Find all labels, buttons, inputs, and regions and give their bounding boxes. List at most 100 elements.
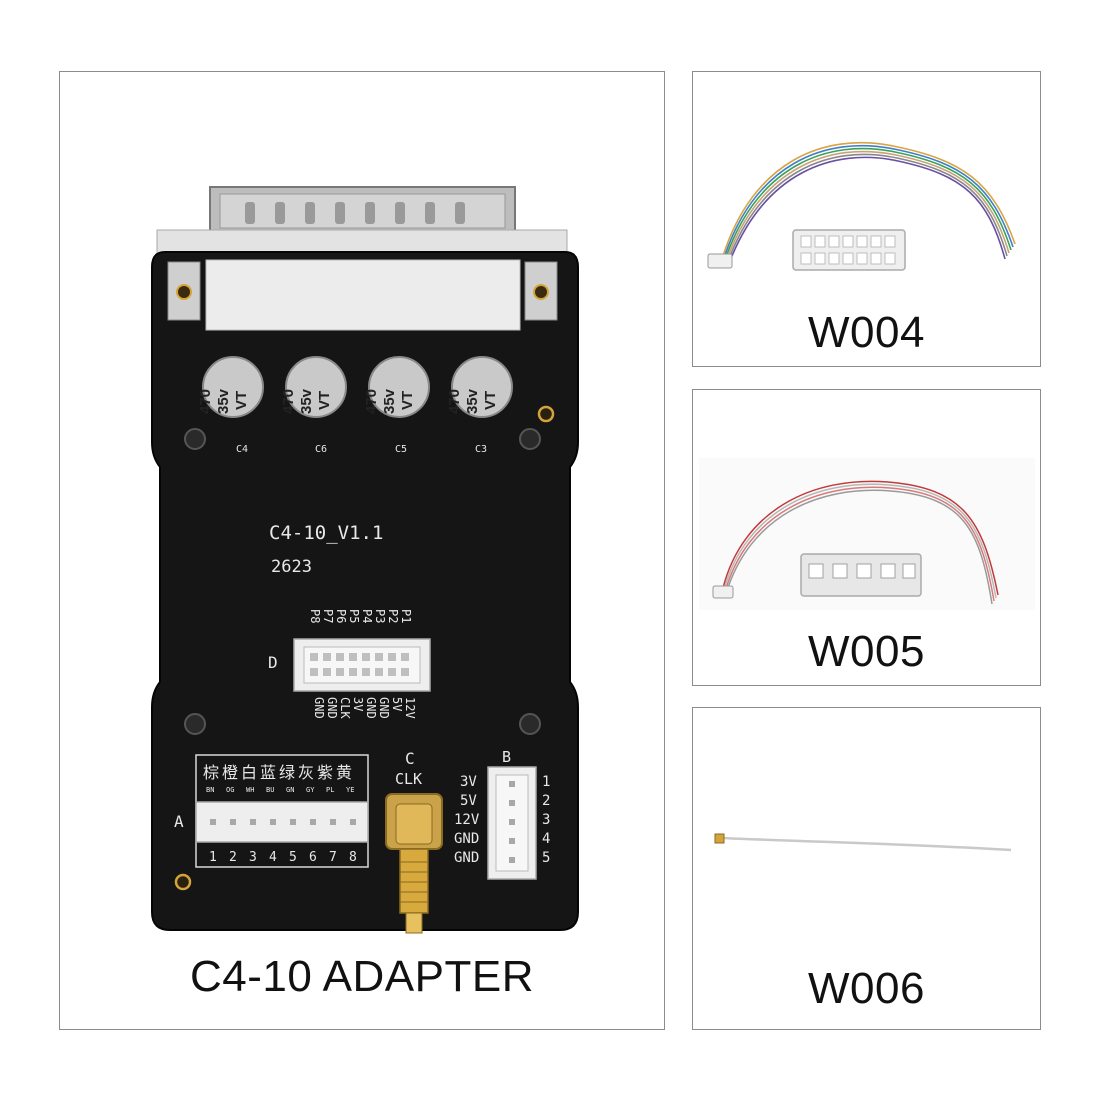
- connector-b-numbers: 1 2 3 4 5: [542, 774, 550, 866]
- connector-a-housing: [195, 801, 369, 843]
- capacitor-c5: 470 35v VT C5: [363, 356, 430, 455]
- a-code-3: WH: [246, 786, 254, 794]
- d-bottom-pin-8: 12V: [403, 697, 417, 719]
- b-pin-5: GND: [454, 850, 479, 866]
- cap-c5-label: C5: [395, 444, 407, 455]
- svg-text:470: 470: [446, 389, 463, 414]
- cap-c4-line1: 470: [197, 389, 214, 414]
- connector-d-housing: [293, 638, 431, 692]
- d-top-pin-6: P3: [373, 609, 387, 623]
- cable-panel-w006: W006: [692, 707, 1041, 1030]
- a-num-7: 7: [329, 850, 337, 865]
- sma-connector: [385, 793, 443, 934]
- w004-connector: [792, 229, 906, 271]
- connector-d-bottom-pins: GND GND CLK 3V GND GND 5V 12V: [312, 697, 417, 719]
- d-top-pin-2: P7: [321, 609, 335, 623]
- cap-c6-label: C6: [315, 444, 327, 455]
- cap-c6-line2: 35v: [298, 388, 315, 414]
- db25-connector: [156, 186, 568, 261]
- d-top-pin-1: P8: [308, 609, 322, 623]
- a-code-1: BN: [206, 786, 214, 794]
- mounting-tab-right: [524, 261, 558, 321]
- board-screws: [184, 428, 541, 735]
- connector-housing: [205, 259, 521, 331]
- cap-c3-line3: VT: [482, 391, 499, 410]
- svg-text:470: 470: [363, 389, 380, 414]
- gold-pad-top: [537, 405, 555, 423]
- connector-b-label: B: [502, 748, 511, 766]
- cap-c6-line1: 470: [280, 389, 297, 414]
- connector-a-label: A: [174, 812, 184, 831]
- a-code-8: YE: [346, 786, 354, 794]
- cable-w005-illustration: [699, 458, 1035, 610]
- connector-b-housing: [487, 766, 537, 880]
- connector-d-label: D: [268, 653, 278, 672]
- cap-c5-line2: 35v: [381, 388, 398, 414]
- cap-c3-label: C3: [475, 444, 487, 455]
- pcb-board: [151, 251, 579, 931]
- connector-c-sub: CLK: [395, 770, 422, 788]
- a-num-1: 1: [209, 850, 217, 865]
- capacitor-c3: 470 35v VT C3: [446, 356, 513, 455]
- cap-c5-line3: VT: [399, 391, 416, 410]
- a-code-7: PL: [326, 786, 334, 794]
- connector-a-chinese: 棕橙白蓝绿灰紫黄: [203, 763, 355, 782]
- connector-d-top-pins: P8 P7 P6 P5 P4 P3 P2 P1: [308, 609, 413, 623]
- b-num-1: 1: [542, 774, 550, 790]
- d-top-pin-4: P5: [347, 609, 361, 623]
- w005-wires: [722, 480, 999, 605]
- a-num-6: 6: [309, 850, 317, 865]
- a-num-5: 5: [289, 850, 297, 865]
- d-bottom-pin-1: GND: [312, 697, 326, 719]
- capacitor-c6: 470 35v VT C6: [280, 356, 347, 455]
- d-bottom-pin-4: 3V: [351, 697, 365, 711]
- b-num-4: 4: [542, 831, 550, 847]
- a-num-3: 3: [249, 850, 257, 865]
- cable-caption-w005: W005: [808, 627, 925, 676]
- d-bottom-pin-2: GND: [325, 697, 339, 719]
- b-num-3: 3: [542, 812, 550, 828]
- cap-c5-line1: 470: [363, 389, 380, 414]
- a-num-2: 2: [229, 850, 237, 865]
- connector-a-numbers: 1 2 3 4 5 6 7 8: [209, 850, 357, 865]
- d-bottom-pin-6: GND: [377, 697, 391, 719]
- b-pin-1: 3V: [460, 774, 477, 790]
- gold-pad-bottom: [174, 873, 192, 891]
- cable-panel-w005: W005: [692, 389, 1041, 686]
- b-num-5: 5: [542, 850, 550, 866]
- cap-c6-line3: VT: [316, 391, 333, 410]
- b-pin-4: GND: [454, 831, 479, 847]
- svg-text:VT: VT: [482, 391, 499, 410]
- w004-wires: [722, 142, 1016, 267]
- cap-c4-line2: 35v: [215, 388, 232, 414]
- connector-a-codes: BN OG WH BU GN GY PL YE: [206, 786, 354, 794]
- mounting-tab-left: [167, 261, 201, 321]
- connector-b-pins: 3V 5V 12V GND GND: [454, 774, 480, 866]
- adapter-caption: C4-10 ADAPTER: [190, 952, 534, 1001]
- w005-small-plug: [712, 585, 734, 599]
- a-code-6: GY: [306, 786, 315, 794]
- cap-c4-label: C4: [236, 444, 248, 455]
- cable-w006-illustration: [714, 833, 1012, 852]
- cable-caption-w004: W004: [808, 308, 925, 357]
- svg-text:VT: VT: [399, 391, 416, 410]
- cable-w004-illustration: [707, 142, 1016, 271]
- adapter-panel: 470 35v VT C4 470 35v VT C6: [59, 71, 665, 1030]
- w006-connector-end: [714, 833, 725, 844]
- d-bottom-pin-7: 5V: [390, 697, 404, 711]
- board-version-text: C4-10_V1.1: [269, 522, 383, 544]
- svg-text:35v: 35v: [215, 388, 232, 414]
- capacitor-c4: 470 35v VT C4: [197, 356, 264, 455]
- d-top-pin-7: P2: [386, 609, 400, 623]
- cap-c3-line2: 35v: [464, 388, 481, 414]
- svg-text:VT: VT: [233, 391, 250, 410]
- svg-text:35v: 35v: [464, 388, 481, 414]
- svg-text:35v: 35v: [381, 388, 398, 414]
- a-code-4: BU: [266, 786, 274, 794]
- svg-text:35v: 35v: [298, 388, 315, 414]
- cable-panel-w004: W004: [692, 71, 1041, 367]
- b-pin-3: 12V: [454, 812, 480, 828]
- cable-caption-w006: W006: [808, 964, 925, 1013]
- svg-text:470: 470: [197, 389, 214, 414]
- d-top-pin-3: P6: [334, 609, 348, 623]
